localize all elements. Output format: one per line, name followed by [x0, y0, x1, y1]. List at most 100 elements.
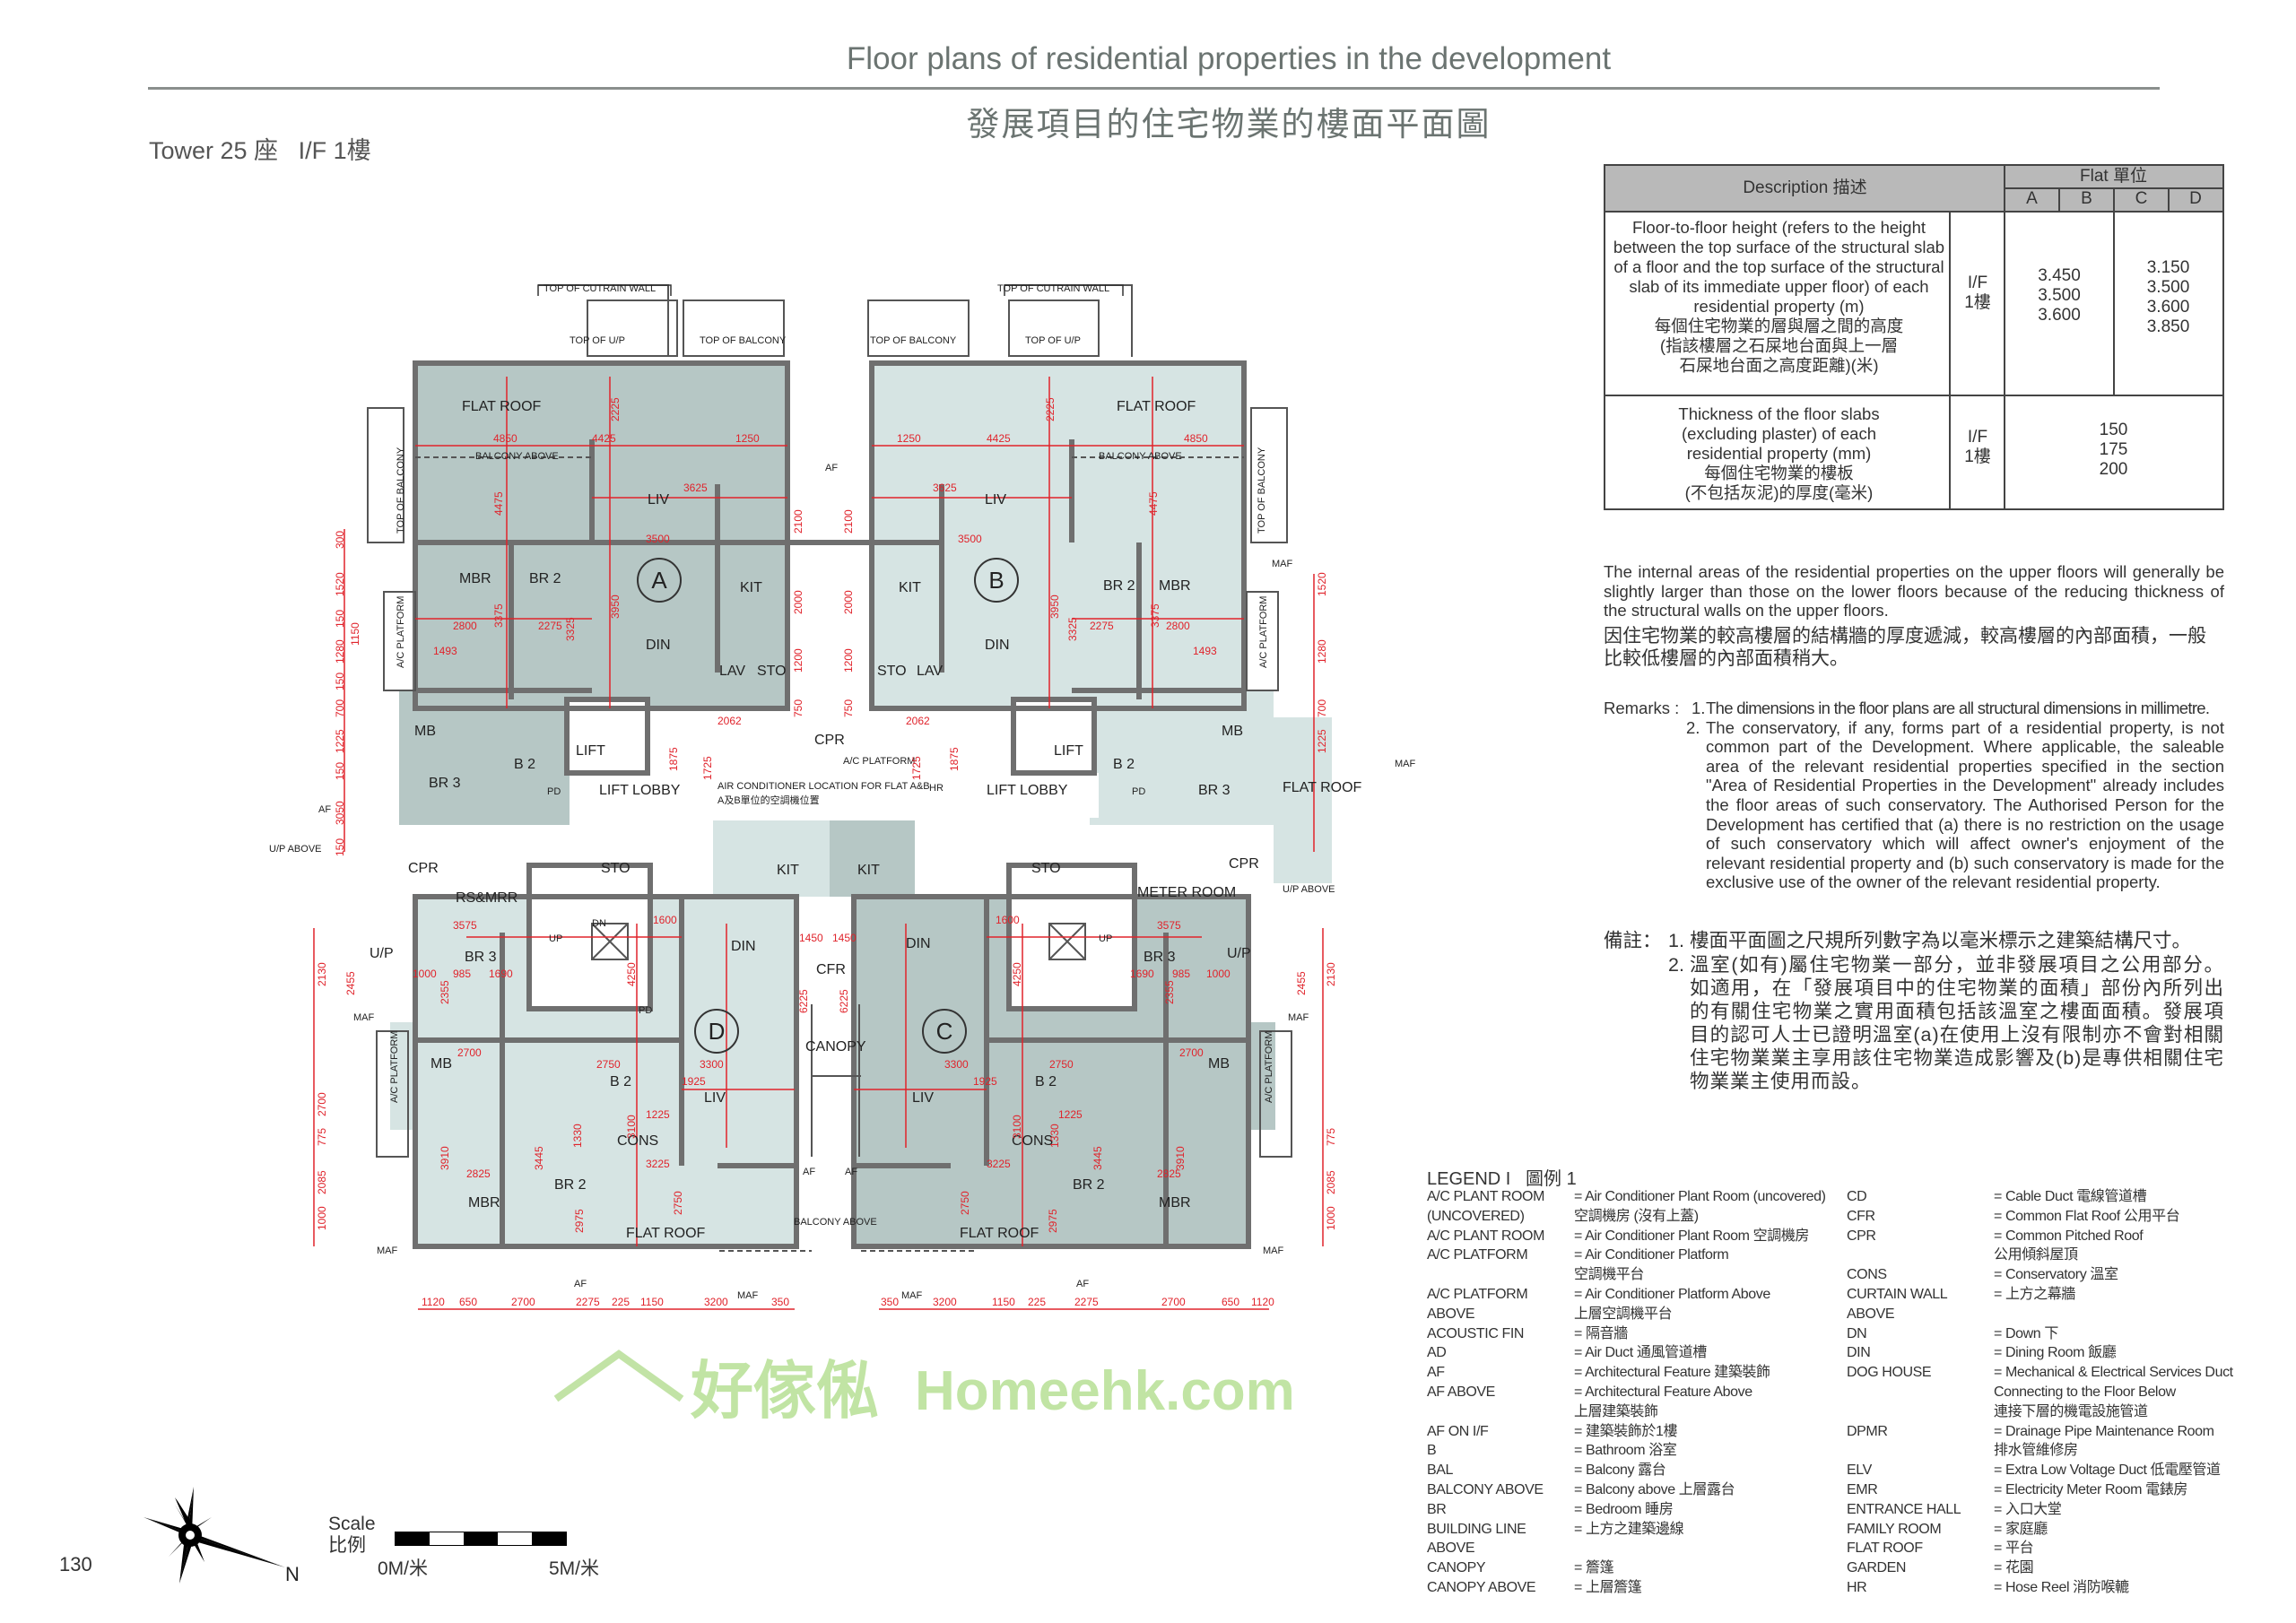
svg-text:1875: 1875 [667, 747, 680, 771]
svg-text:2700: 2700 [1161, 1296, 1186, 1308]
svg-text:4425: 4425 [592, 432, 616, 445]
legend-entry: ACOUSTIC FIN= 隔音牆 [1427, 1324, 1838, 1344]
legend-term: ELV [1847, 1462, 1872, 1479]
legend-term: B [1427, 1443, 1437, 1459]
svg-text:2700: 2700 [511, 1296, 535, 1308]
legend-definition: = Common Flat Roof 公用平台 [1994, 1208, 2180, 1224]
flat-header: Flat 單位 [2005, 166, 2222, 187]
svg-text:2750: 2750 [959, 1191, 971, 1215]
svg-text:3225: 3225 [646, 1158, 670, 1170]
unit-fills [390, 363, 1332, 1246]
svg-text:150: 150 [334, 673, 346, 690]
floor-label: I/F 1樓 [298, 137, 371, 164]
svg-text:4850: 4850 [493, 432, 517, 445]
tower-floor-label: Tower 25 座 I/F 1樓 [149, 131, 371, 166]
legend-entry: AF ABOVE= Architectural Feature Above 上層… [1427, 1383, 1838, 1422]
flat-c-marker: C [936, 1018, 953, 1045]
svg-text:3100: 3100 [625, 1115, 638, 1139]
svg-text:1000: 1000 [316, 1206, 328, 1230]
svg-text:CANOPY: CANOPY [805, 1039, 866, 1055]
legend-term: CD [1847, 1189, 1867, 1204]
svg-text:1000: 1000 [413, 968, 437, 980]
svg-text:3625: 3625 [933, 482, 957, 494]
legend-entry: CANOPY ABOVE= 上層簷篷 [1427, 1578, 1838, 1598]
legend-term: GARDEN [1847, 1560, 1907, 1576]
svg-text:3325: 3325 [1066, 617, 1079, 641]
svg-text:U/P ABOVE: U/P ABOVE [1283, 884, 1335, 895]
svg-text:3100: 3100 [1011, 1115, 1023, 1139]
legend-definition: = 平台 [1994, 1541, 2034, 1557]
svg-text:1000: 1000 [1325, 1206, 1337, 1230]
svg-text:4425: 4425 [987, 432, 1011, 445]
svg-text:2000: 2000 [842, 590, 855, 614]
svg-text:CPR: CPR [408, 861, 439, 876]
svg-text:U/P: U/P [370, 946, 394, 961]
svg-text:3200: 3200 [933, 1296, 957, 1308]
svg-text:750: 750 [842, 699, 855, 717]
legend-term: BUILDING LINE ABOVE [1427, 1521, 1526, 1557]
svg-text:1150: 1150 [349, 622, 361, 646]
svg-text:DIN: DIN [985, 638, 1010, 653]
scale-end: 5M/米 [549, 1558, 600, 1579]
legend-term: A/C PLANT ROOM [1427, 1228, 1545, 1244]
legend-entry: A/C PLANT ROOM= Air Conditioner Plant Ro… [1427, 1227, 1838, 1246]
svg-text:1690: 1690 [489, 968, 513, 980]
svg-text:LIFT LOBBY: LIFT LOBBY [987, 783, 1068, 798]
legend-entry: BR= Bedroom 睡房 [1427, 1500, 1838, 1520]
legend-entry: HR= Hose Reel 消防喉轆 [1847, 1578, 2268, 1598]
svg-text:1200: 1200 [842, 648, 855, 673]
scale-label-zh: 比例 [328, 1535, 366, 1556]
legend-term: CANOPY ABOVE [1427, 1579, 1536, 1595]
svg-text:1520: 1520 [334, 572, 346, 596]
svg-text:2355: 2355 [439, 980, 451, 1004]
top-up-label-a: TOP OF U/P [570, 335, 625, 346]
legend-definition: = Electricity Meter Room 電錶房 [1994, 1481, 2187, 1497]
legend-term: FLAT ROOF [1847, 1541, 1923, 1557]
svg-text:FLAT ROOF: FLAT ROOF [1117, 399, 1196, 414]
internal-area-note-en: The internal areas of the residential pr… [1604, 562, 2224, 621]
svg-text:MBR: MBR [1159, 578, 1191, 594]
legend-entry: FAMILY ROOM= 家庭廳 [1847, 1520, 2268, 1540]
svg-text:2975: 2975 [1047, 1209, 1059, 1233]
svg-text:LIV: LIV [912, 1090, 934, 1106]
svg-text:700: 700 [334, 699, 346, 717]
svg-text:2275: 2275 [1074, 1296, 1099, 1308]
legend-definition: = Air Conditioner Plant Room (uncovered)… [1574, 1189, 1826, 1224]
svg-text:STO: STO [1031, 861, 1061, 876]
legend-entry: CPR= Common Pitched Roof 公用傾斜屋頂 [1847, 1227, 2268, 1266]
svg-text:AF: AF [825, 463, 838, 473]
ac-platform-side-c: A/C PLATFORM [1264, 1031, 1274, 1103]
flat-b-bedroom3-area [1090, 690, 1274, 825]
legend-term: FAMILY ROOM [1847, 1521, 1942, 1537]
svg-text:LAV: LAV [719, 664, 745, 679]
svg-text:2085: 2085 [316, 1170, 328, 1194]
svg-text:2130: 2130 [316, 962, 328, 986]
svg-text:RS&MRR: RS&MRR [456, 890, 517, 906]
legend-definition: = Air Conditioner Platform Above 上層空調機平台 [1574, 1286, 1770, 1322]
svg-text:LIV: LIV [648, 492, 669, 508]
scale-start: 0M/米 [378, 1558, 429, 1579]
ac-platform-side-d: A/C PLATFORM [389, 1031, 400, 1103]
svg-text:2062: 2062 [906, 715, 930, 727]
legend-definition: = 上方之幕牆 [1994, 1286, 2075, 1302]
legend-entry: B= Bathroom 浴室 [1427, 1441, 1838, 1461]
svg-text:2700: 2700 [316, 1092, 328, 1116]
svg-text:A/C PLATFORM: A/C PLATFORM [843, 756, 915, 767]
svg-text:STO: STO [877, 664, 907, 679]
remark-1-num: 1. [1692, 699, 1706, 717]
flat-b-flat-roof-area [1274, 717, 1332, 883]
scale-label-en: Scale [328, 1514, 376, 1534]
svg-text:BR 2: BR 2 [529, 571, 561, 586]
svg-text:225: 225 [612, 1296, 630, 1308]
svg-text:1330: 1330 [571, 1124, 584, 1148]
svg-text:3375: 3375 [1149, 603, 1161, 628]
svg-text:1200: 1200 [792, 648, 804, 673]
legend-entry: BALCONY ABOVE= Balcony above 上層露台 [1427, 1480, 1838, 1500]
slab-thickness-values: 150 175 200 [2099, 421, 2128, 479]
legend-entry: GARDEN= 花園 [1847, 1558, 2268, 1578]
svg-text:BR 3: BR 3 [465, 950, 497, 965]
svg-text:PD: PD [547, 786, 561, 797]
svg-text:STO: STO [601, 861, 631, 876]
svg-text:MAF: MAF [353, 1012, 375, 1023]
legend-term: CONS [1847, 1267, 1887, 1283]
